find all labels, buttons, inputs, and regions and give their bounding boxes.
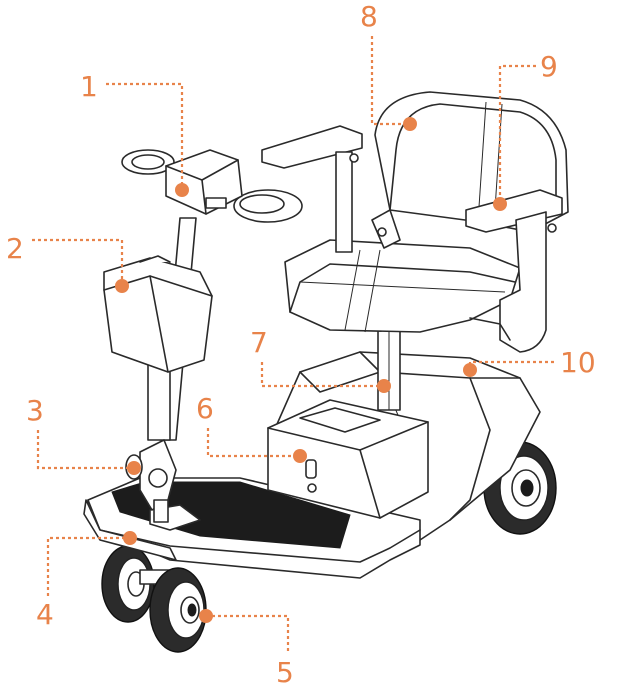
marker-dot [115, 279, 129, 293]
callout-4: 4 [36, 531, 137, 631]
battery-pack [267, 399, 429, 519]
callout-number: 1 [80, 70, 98, 103]
seat-cushion [284, 239, 521, 333]
leader-line [498, 64, 536, 200]
marker-dot [175, 183, 189, 197]
scooter-drawing [83, 91, 569, 653]
callout-number: 9 [540, 50, 558, 83]
marker-dot [127, 461, 141, 475]
callout-number: 4 [36, 598, 54, 631]
callout-number: 6 [196, 392, 214, 425]
leader-line [370, 36, 406, 126]
front-bumper [83, 499, 177, 561]
callout-5: 5 [199, 609, 294, 689]
callout-number: 3 [26, 394, 44, 427]
marker-dot [199, 609, 213, 623]
marker-dot [377, 379, 391, 393]
marker-dot [123, 531, 137, 545]
marker-dot [293, 449, 307, 463]
steering-joint [125, 439, 177, 523]
callouts: 1 2 3 4 5 6 [6, 0, 596, 689]
leader-line [32, 238, 124, 282]
leader-line [212, 614, 290, 652]
callout-9: 9 [493, 50, 558, 211]
leader-line [106, 82, 184, 186]
callout-number: 7 [250, 326, 268, 359]
left-armrest [261, 125, 363, 253]
callout-1: 1 [80, 70, 189, 197]
marker-dot [493, 197, 507, 211]
callout-number: 8 [360, 0, 378, 33]
seat-post [377, 329, 401, 411]
callout-10: 10 [463, 346, 596, 379]
callout-3: 3 [26, 394, 141, 475]
callout-7: 7 [250, 326, 391, 393]
callout-2: 2 [6, 232, 129, 293]
marker-dot [403, 117, 417, 131]
right-armrest [465, 189, 563, 353]
handlebar [121, 149, 303, 223]
callout-number: 5 [276, 656, 294, 689]
callout-number: 10 [560, 346, 596, 379]
leader-line [36, 430, 128, 470]
callout-number: 2 [6, 232, 24, 265]
marker-dot [463, 363, 477, 377]
seat-hinge [371, 209, 511, 341]
leader-line [206, 428, 296, 458]
front-basket [103, 255, 213, 373]
leader-line [260, 362, 380, 388]
callout-8: 8 [360, 0, 417, 131]
front-wheels [101, 545, 207, 653]
callout-6: 6 [196, 392, 307, 463]
leader-line [46, 536, 126, 596]
